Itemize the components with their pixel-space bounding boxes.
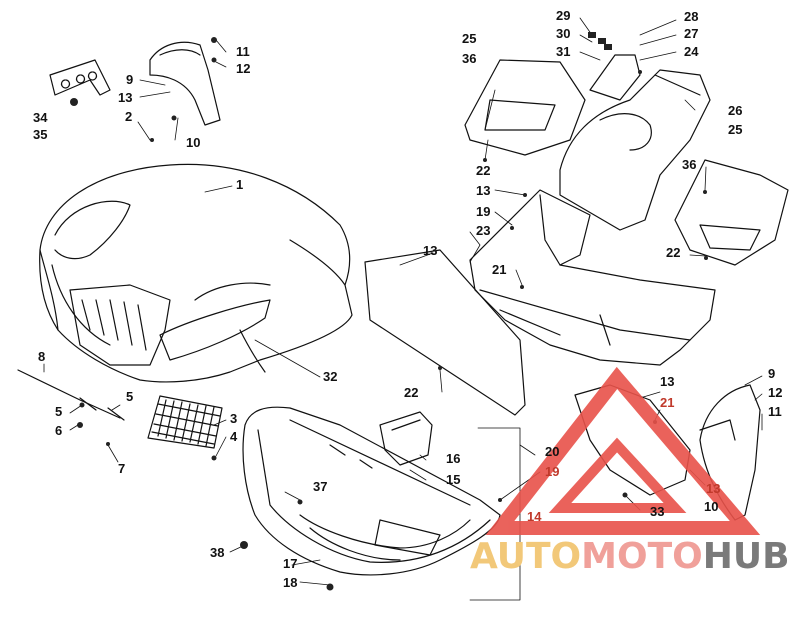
callout-8: 8 — [38, 349, 46, 364]
storage-tray-part — [242, 406, 501, 576]
callout-28: 28 — [684, 9, 699, 24]
callout-6: 6 — [55, 423, 63, 438]
callout-3: 3 — [230, 411, 238, 426]
leader-lines — [43, 17, 763, 601]
callout-11a: 11 — [236, 44, 250, 59]
left-seat-base-part — [464, 59, 586, 156]
callout-22a: 22 — [476, 163, 491, 178]
callout-16: 16 — [446, 451, 461, 466]
watermark-logo: AUTOMOTOHUB — [470, 536, 790, 577]
hardware-fasteners — [70, 32, 708, 591]
callout-12a: 12 — [236, 61, 251, 76]
callout-7: 7 — [118, 461, 126, 476]
hood-part — [39, 163, 353, 383]
callout-13c: 13 — [476, 183, 491, 198]
left-fender-part — [149, 41, 221, 126]
right-fender-part — [699, 384, 761, 521]
bracket-16-part — [379, 411, 433, 466]
callout-14: 14 — [527, 509, 542, 524]
callout-19b: 19 — [545, 464, 560, 479]
callout-13e: 13 — [706, 481, 721, 496]
callout-38: 38 — [210, 545, 225, 560]
callout-34: 34 — [33, 110, 48, 125]
callout-25a: 25 — [462, 31, 477, 46]
callout-17: 17 — [283, 556, 298, 571]
callout-18: 18 — [283, 575, 298, 590]
watermark-moto: MOTO — [581, 536, 703, 577]
callout-10b: 10 — [704, 499, 719, 514]
left-fender-edge — [159, 49, 201, 56]
watermark-auto: AUTO — [470, 536, 582, 577]
right-seat-base-part — [674, 159, 789, 266]
callout-21b: 21 — [660, 395, 675, 410]
callout-5a: 5 — [55, 404, 63, 419]
callout-26: 26 — [728, 103, 743, 118]
watermark-hub: HUB — [702, 536, 790, 577]
callout-23: 23 — [476, 223, 491, 238]
callout-20: 20 — [545, 444, 560, 459]
callout-19a: 19 — [476, 204, 491, 219]
callout-22b: 22 — [404, 385, 419, 400]
callout-36a: 36 — [462, 51, 477, 66]
callout-12b: 12 — [768, 385, 783, 400]
callout-13b: 13 — [423, 243, 438, 258]
callout-22c: 22 — [666, 245, 681, 260]
callout-30: 30 — [556, 26, 571, 41]
callout-36b: 36 — [682, 157, 697, 172]
callout-13a: 13 — [118, 90, 133, 105]
hood-prop-rod — [17, 369, 121, 419]
callout-25b: 25 — [728, 122, 743, 137]
rod-clips — [79, 397, 125, 421]
callout-27: 27 — [684, 26, 699, 41]
callout-21a: 21 — [492, 262, 507, 277]
floor-panel-part — [364, 189, 716, 416]
callout-24: 24 — [684, 44, 699, 59]
watermark-triangle — [485, 366, 761, 535]
callout-10a: 10 — [186, 135, 201, 150]
callout-4: 4 — [230, 429, 238, 444]
bracket-part — [49, 59, 111, 96]
callout-31: 31 — [556, 44, 571, 59]
callout-29: 29 — [556, 8, 571, 23]
callout-1: 1 — [236, 177, 244, 192]
callout-13d: 13 — [660, 374, 675, 389]
callout-32: 32 — [323, 369, 338, 384]
callout-35: 35 — [33, 127, 48, 142]
callout-9b: 9 — [768, 366, 776, 381]
callout-33: 33 — [650, 504, 665, 519]
console-part — [559, 54, 711, 231]
callout-15: 15 — [446, 472, 461, 487]
callout-9a: 9 — [126, 72, 134, 87]
grille-mesh-part — [147, 395, 223, 449]
callout-11b: 11 — [768, 404, 782, 419]
callout-2: 2 — [125, 109, 133, 124]
right-fender-strut — [699, 419, 736, 441]
callout-37: 37 — [313, 479, 328, 494]
callout-5b: 5 — [126, 389, 134, 404]
